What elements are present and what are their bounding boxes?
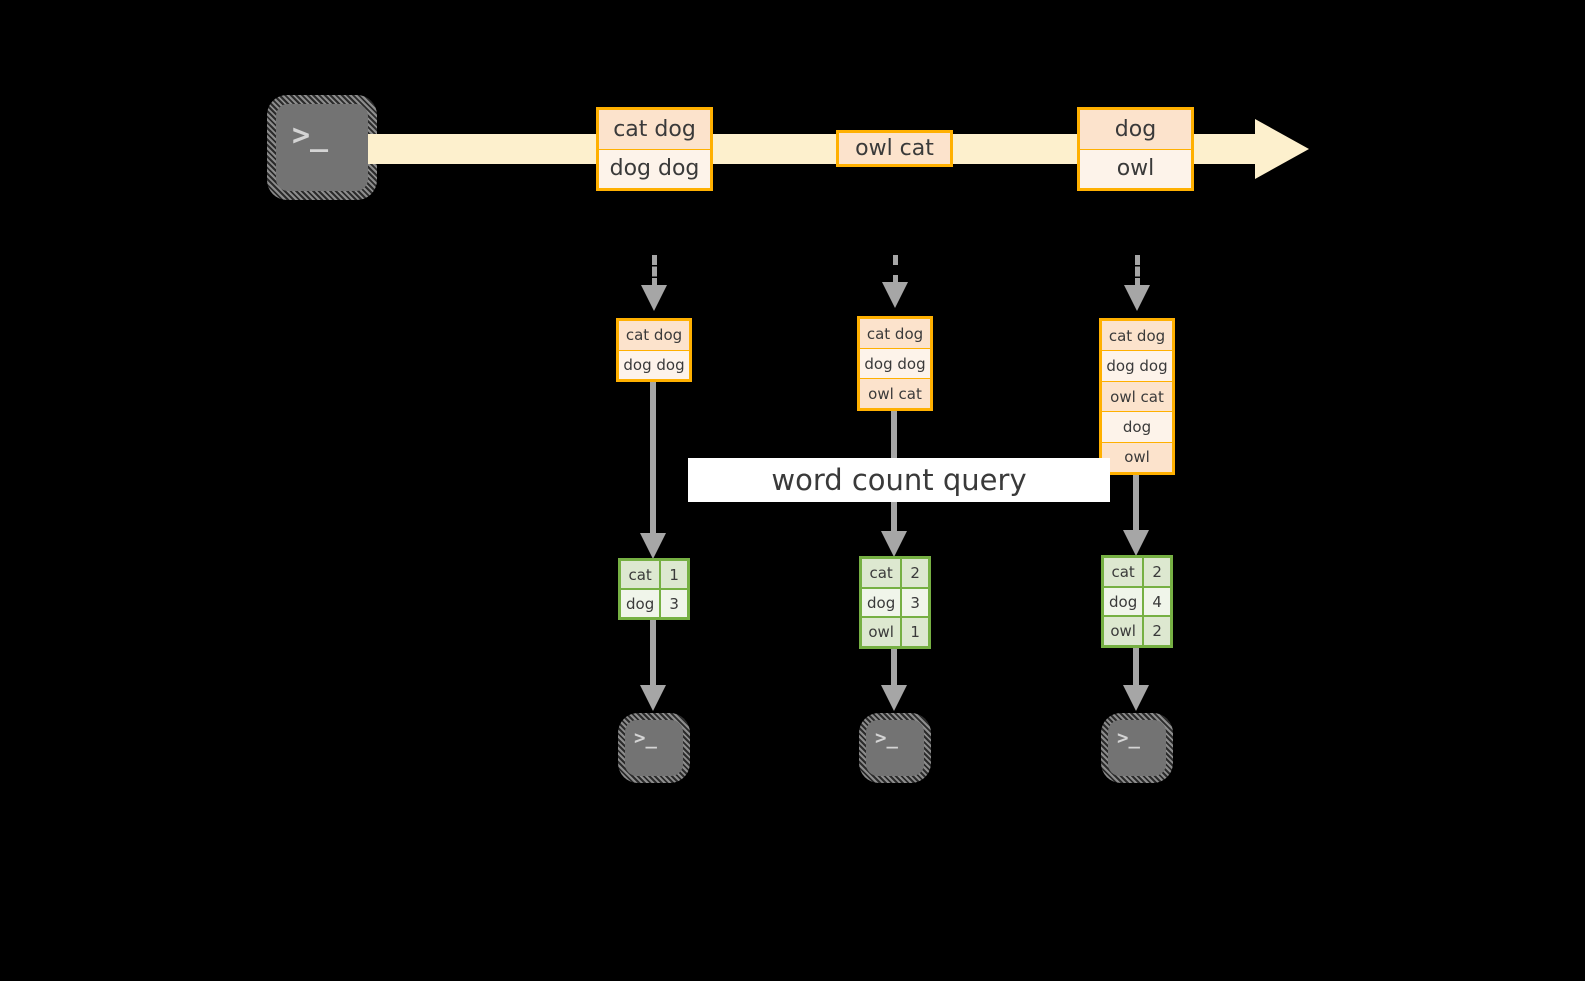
- result-row: cat 2: [862, 559, 928, 587]
- result-table-3: cat 2 dog 4 owl 2: [1101, 555, 1173, 648]
- result-word: dog: [621, 590, 660, 617]
- accumulated-event-row: dog dog: [860, 348, 930, 378]
- sink-arrow-2-head: [881, 685, 907, 711]
- result-word: dog: [1104, 587, 1143, 616]
- sink-terminal-body: [625, 720, 683, 776]
- snapshot-trigger-arrow-1-shaft: [652, 255, 657, 288]
- result-row: dog 3: [862, 586, 928, 617]
- sink-terminal-icon-1: >_: [618, 713, 690, 783]
- sink-terminal-body: [866, 720, 924, 776]
- stream-event-box-3: dog owl: [1077, 107, 1194, 191]
- stream-event-row: dog: [1080, 110, 1191, 149]
- snapshot-trigger-arrow-2-head: [882, 282, 908, 308]
- sink-arrow-3-shaft: [1133, 648, 1139, 691]
- accumulated-event-row: cat dog: [860, 319, 930, 348]
- result-word: owl: [862, 618, 901, 647]
- query-arrow-3-head: [1123, 530, 1149, 556]
- snapshot-trigger-arrow-1-head: [641, 285, 667, 311]
- query-label: word count query: [688, 458, 1110, 502]
- stream-event-row: owl: [1080, 148, 1191, 188]
- query-arrow-1-shaft: [650, 382, 656, 540]
- snapshot-trigger-arrow-2-shaft: [893, 255, 898, 285]
- sink-arrow-1-shaft: [650, 620, 656, 690]
- snapshot-trigger-arrow-3-head: [1124, 285, 1150, 311]
- stream-event-box-2: owl cat: [836, 130, 953, 167]
- sink-arrow-1-head: [640, 685, 666, 711]
- accumulated-event-row: dog dog: [619, 349, 689, 379]
- source-terminal-prompt-glyph: >_: [292, 118, 329, 153]
- stream-event-row: cat dog: [599, 110, 710, 149]
- accumulated-event-row: cat dog: [1102, 321, 1172, 351]
- result-row: dog 4: [1104, 585, 1170, 616]
- result-word: cat: [862, 559, 901, 587]
- source-terminal-body: [276, 104, 368, 191]
- accumulated-event-row: cat dog: [619, 321, 689, 350]
- accumulated-events-box-3: cat dog dog dog owl cat dog owl: [1099, 318, 1175, 475]
- result-count: 2: [1142, 617, 1170, 646]
- result-table-2: cat 2 dog 3 owl 1: [859, 556, 931, 649]
- source-terminal-icon: >_: [267, 95, 377, 200]
- stream-event-row: dog dog: [599, 148, 710, 188]
- sink-terminal-prompt-glyph: >_: [875, 727, 898, 749]
- result-count: 1: [659, 561, 687, 588]
- sink-terminal-icon-2: >_: [859, 713, 931, 783]
- accumulated-event-row: owl cat: [860, 378, 930, 408]
- accumulated-event-row: owl: [1102, 441, 1172, 473]
- result-row: owl 2: [1104, 615, 1170, 646]
- result-count: 3: [659, 590, 687, 617]
- sink-arrow-3-head: [1123, 685, 1149, 711]
- sink-terminal-body: [1108, 720, 1166, 776]
- sink-arrow-2-shaft: [891, 649, 897, 691]
- stream-event-box-1: cat dog dog dog: [596, 107, 713, 191]
- result-count: 1: [900, 618, 928, 647]
- result-count: 2: [1142, 558, 1170, 586]
- result-row: dog 3: [621, 588, 687, 617]
- accumulated-events-box-1: cat dog dog dog: [616, 318, 692, 382]
- result-row: cat 1: [621, 561, 687, 588]
- result-row: cat 2: [1104, 558, 1170, 586]
- query-arrow-1-head: [640, 533, 666, 559]
- accumulated-event-row: owl cat: [1102, 380, 1172, 412]
- result-count: 3: [900, 588, 928, 617]
- result-word: cat: [621, 561, 660, 588]
- result-count: 2: [900, 559, 928, 587]
- result-word: cat: [1104, 558, 1143, 586]
- sink-terminal-icon-3: >_: [1101, 713, 1173, 783]
- result-word: dog: [862, 588, 901, 617]
- result-table-1: cat 1 dog 3: [618, 558, 690, 620]
- result-row: owl 1: [862, 616, 928, 647]
- result-count: 4: [1142, 587, 1170, 616]
- sink-terminal-prompt-glyph: >_: [1117, 727, 1140, 749]
- snapshot-trigger-arrow-3-shaft: [1135, 255, 1140, 288]
- sink-terminal-prompt-glyph: >_: [634, 727, 657, 749]
- query-arrow-2-head: [881, 531, 907, 557]
- result-word: owl: [1104, 617, 1143, 646]
- stream-event-row: owl cat: [839, 133, 950, 164]
- accumulated-event-row: dog: [1102, 411, 1172, 442]
- accumulated-events-box-2: cat dog dog dog owl cat: [857, 316, 933, 411]
- accumulated-event-row: dog dog: [1102, 350, 1172, 381]
- event-stream-arrow-head: [1255, 119, 1309, 179]
- query-arrow-3-shaft: [1133, 475, 1139, 537]
